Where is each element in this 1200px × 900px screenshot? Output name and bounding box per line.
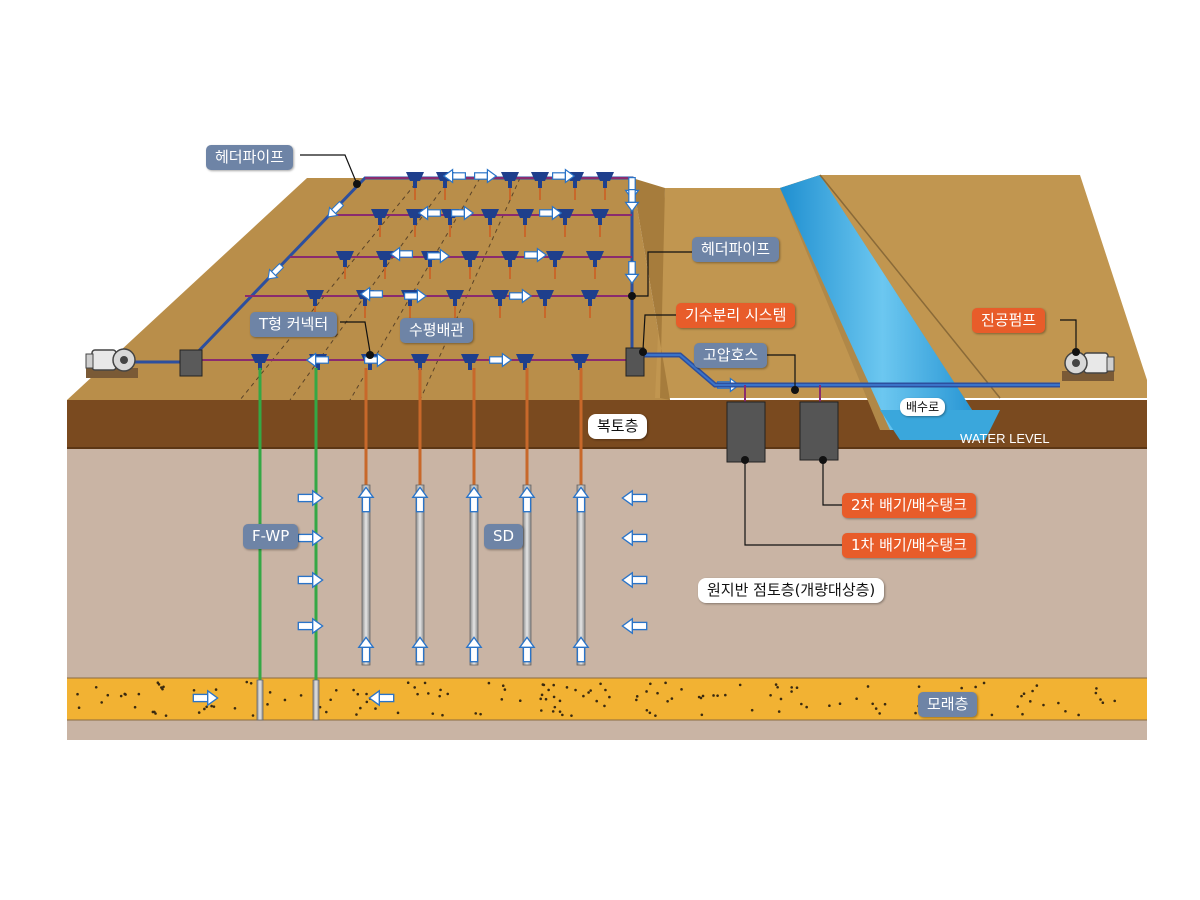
t-connector	[546, 251, 564, 279]
drainage-channel	[780, 175, 985, 430]
clay-layer-label: 원지반 점토층(개량대상층)	[698, 578, 885, 603]
t-connector	[371, 209, 389, 237]
tank-2	[799, 401, 839, 461]
t-connector	[581, 290, 599, 318]
sand-drain	[361, 484, 371, 666]
sand-drain	[469, 484, 479, 666]
water-level-label: WATER LEVEL	[960, 431, 1050, 446]
t-connector	[376, 251, 394, 279]
t-connector	[536, 290, 554, 318]
cover-layer-label: 복토층	[588, 414, 648, 439]
t-connector	[406, 172, 424, 200]
sd-label: SD	[484, 524, 524, 549]
header-pipe-label-top: 헤더파이프	[206, 145, 294, 170]
gas-water-separation-label: 기수분리 시스템	[676, 303, 796, 328]
t-connector	[356, 290, 374, 318]
t-connector-label: T형 커넥터	[250, 312, 338, 337]
header-pipe-label-right: 헤더파이프	[692, 237, 780, 262]
t-connector	[531, 172, 549, 200]
t-connector	[566, 172, 584, 200]
vacuum-pump-label: 진공펌프	[972, 308, 1046, 333]
t-connector	[406, 209, 424, 237]
horizontal-pipe-label: 수평배관	[400, 318, 474, 343]
t-connector	[501, 251, 519, 279]
sand-layer-label: 모래층	[918, 692, 978, 717]
t-connector	[491, 290, 509, 318]
tank-1-label: 1차 배기/배수탱크	[842, 533, 976, 558]
sand-drain	[576, 484, 586, 666]
t-connector	[461, 251, 479, 279]
t-connector	[596, 172, 614, 200]
t-connector	[441, 209, 459, 237]
drainage-channel-label: 배수로	[900, 398, 946, 416]
t-connector	[421, 251, 439, 279]
t-connector	[556, 209, 574, 237]
sand-drain	[522, 484, 532, 666]
t-connector	[501, 172, 519, 200]
t-connector	[516, 209, 534, 237]
left-pump	[85, 348, 139, 379]
t-connector	[401, 290, 419, 318]
t-connector	[481, 209, 499, 237]
right-platform	[655, 175, 1147, 398]
high-pressure-hose-label: 고압호스	[694, 343, 768, 368]
fwp-label: F-WP	[243, 524, 299, 549]
vacuum-pump	[1061, 351, 1115, 382]
t-connector	[436, 172, 454, 200]
t-connector	[591, 209, 609, 237]
gas-water-separator	[625, 347, 645, 377]
tank-1	[726, 401, 766, 463]
sand-drain	[415, 484, 425, 666]
tank-2-label: 2차 배기/배수탱크	[842, 493, 976, 518]
t-connector	[336, 251, 354, 279]
sand-layer	[67, 678, 1147, 720]
t-connector	[446, 290, 464, 318]
t-connector	[586, 251, 604, 279]
